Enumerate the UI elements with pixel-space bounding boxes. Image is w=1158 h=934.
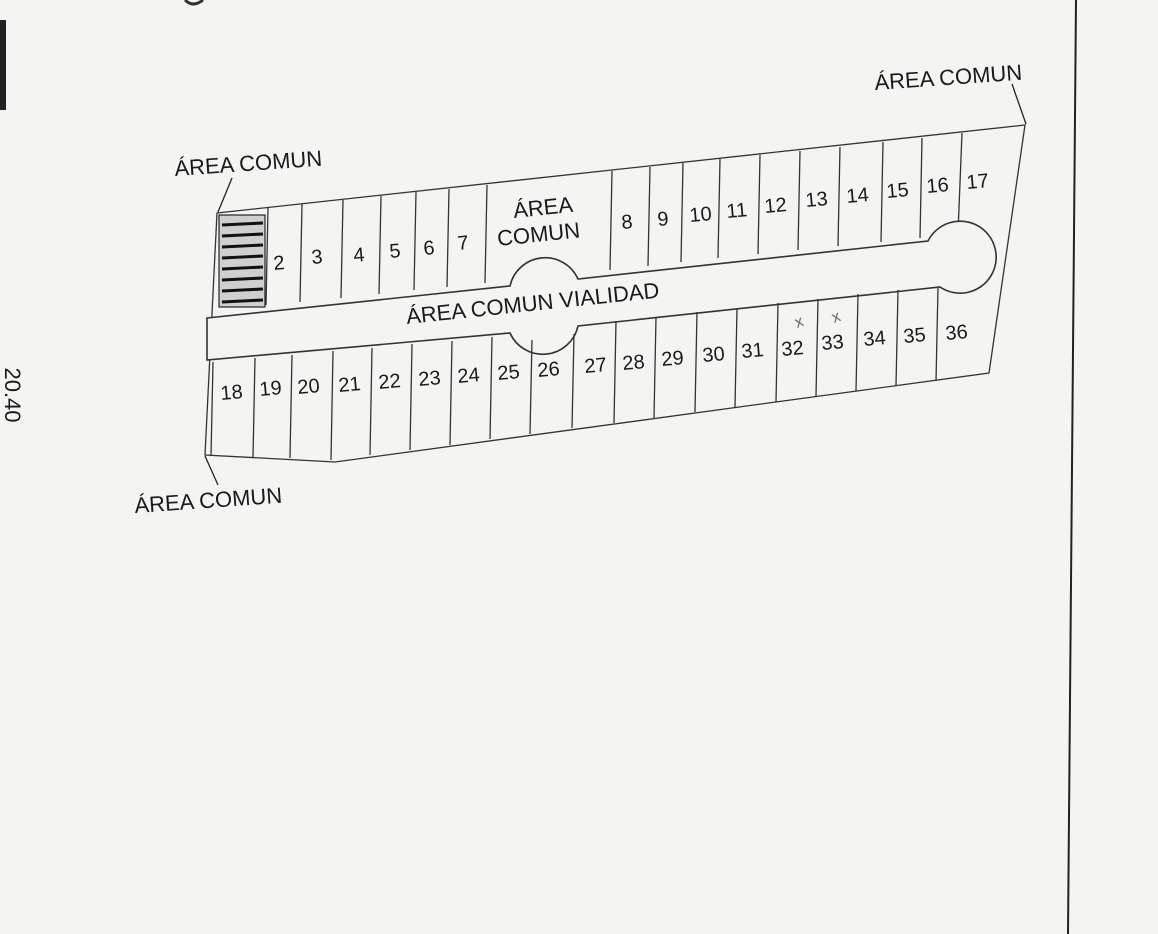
lot-number-18: 18 — [220, 381, 244, 405]
dimension-label: 20.40 — [0, 367, 25, 422]
lot-number-10: 10 — [689, 203, 713, 227]
lot-number-19: 19 — [259, 377, 283, 401]
lot-number-13: 13 — [805, 188, 829, 212]
lot-number-26: 26 — [537, 358, 561, 382]
callout-center-line2: COMUN — [496, 217, 581, 251]
lot-number-23: 23 — [418, 367, 442, 391]
left-edge-mark — [0, 20, 6, 110]
callout-bottom-left: ÁREA COMUN — [134, 483, 283, 518]
lot-number-5: 5 — [389, 240, 402, 263]
lot-number-4: 4 — [353, 244, 366, 267]
lot-number-17: 17 — [966, 170, 990, 194]
south-lot-labels: 18 19 20 21 22 23 24 25 26 27 28 29 30 31 32 33 34 35 36 — [220, 321, 969, 405]
lot-number-27: 27 — [584, 354, 608, 378]
callout-top-left: ÁREA COMUN — [174, 146, 323, 181]
south-lot-dividers — [210, 286, 939, 461]
callout-leaders — [204, 83, 1027, 486]
hatched-common-area — [218, 214, 266, 308]
lot-number-31: 31 — [741, 339, 765, 363]
lot-number-22: 22 — [378, 370, 402, 394]
right-border-line — [1067, 0, 1077, 934]
lot-number-34: 34 — [863, 327, 887, 351]
lot-number-28: 28 — [622, 351, 646, 375]
lot-number-32: 32 — [781, 337, 805, 361]
lot-number-9: 9 — [657, 208, 670, 231]
top-partial-glyph — [183, 0, 204, 6]
lot-number-16: 16 — [926, 174, 950, 198]
cross-mark-lot-33: x — [830, 308, 843, 327]
lot-number-14: 14 — [846, 184, 870, 208]
lot-number-8: 8 — [621, 211, 634, 234]
lot-number-25: 25 — [497, 361, 521, 385]
lot-number-20: 20 — [297, 375, 321, 399]
lot-number-35: 35 — [903, 324, 927, 348]
lot-number-33: 33 — [821, 331, 845, 355]
north-lot-dividers — [265, 132, 963, 306]
callout-top-right: ÁREA COMUN — [874, 60, 1023, 95]
subdivision-outline — [204, 124, 1026, 463]
lot-number-3: 3 — [311, 246, 324, 269]
lot-number-36: 36 — [945, 321, 969, 345]
lot-number-6: 6 — [423, 237, 436, 260]
lot-number-29: 29 — [661, 347, 685, 371]
lot-number-12: 12 — [764, 194, 788, 218]
lot-number-21: 21 — [338, 373, 362, 397]
cross-mark-lot-32: x — [793, 313, 806, 332]
lot-number-7: 7 — [457, 232, 470, 255]
lot-number-24: 24 — [457, 364, 481, 388]
lot-number-30: 30 — [702, 343, 726, 367]
road-common-area — [206, 220, 997, 361]
lot-number-11: 11 — [726, 199, 749, 223]
lot-number-2: 2 — [273, 252, 286, 275]
lot-number-15: 15 — [886, 179, 910, 203]
